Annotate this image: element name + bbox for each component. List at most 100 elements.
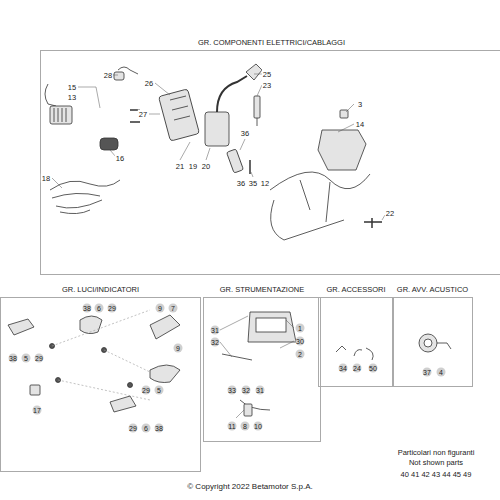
callout-number: 18: [41, 174, 51, 183]
group-heading: GR. LUCI/INDICATORI: [0, 285, 201, 295]
callout-number: 2: [296, 350, 305, 359]
callout-number: 27: [138, 110, 148, 119]
callout-number: 29: [35, 354, 44, 363]
parts-drawing: [80, 316, 102, 334]
parts-drawing: [54, 108, 66, 122]
parts-drawing: [424, 339, 432, 347]
callout-number: 36: [240, 129, 250, 138]
callout-number: 34: [339, 364, 348, 373]
parts-drawing: [8, 64, 451, 416]
callout-number: 16: [115, 154, 125, 163]
parts-drawing: [244, 404, 252, 416]
parts-drawing: [30, 385, 40, 395]
callout-number: 30: [296, 337, 305, 346]
group-heading: GR. COMPONENTI ELETTRICI/CABLAGGI: [40, 38, 500, 48]
group-heading: GR. ACCESSORI: [318, 285, 394, 295]
parts-drawing: [222, 354, 270, 410]
parts-drawing: [364, 218, 382, 228]
panel-frame: [392, 297, 473, 387]
callout-number: 29: [142, 386, 151, 395]
callout-number: 13: [67, 93, 77, 102]
callout-number: 12: [260, 179, 270, 188]
parts-drawing: [217, 76, 247, 112]
callout-number: 26: [144, 79, 154, 88]
callout-number: 38: [155, 424, 164, 433]
panel-frame: [318, 297, 394, 387]
parts-drawing: [257, 118, 258, 126]
note-text: Particolari non figuranti: [397, 448, 476, 457]
callout-number: 33: [228, 386, 237, 395]
copyright-caption: © Copyright 2022 Betamotor S.p.A.: [187, 482, 313, 491]
callout-number: 50: [369, 364, 378, 373]
callout-number: 14: [355, 120, 365, 129]
parts-drawing: [170, 96, 190, 120]
callout-number: 21: [175, 162, 185, 171]
panel-frame: [0, 297, 201, 472]
callout-number: 36: [236, 179, 246, 188]
callout-number: 5: [155, 386, 164, 395]
parts-drawing: [150, 365, 180, 383]
callout-number: 6: [95, 304, 104, 313]
callout-number: 32: [242, 386, 251, 395]
callout-number: 29: [129, 424, 138, 433]
callout-number: 35: [248, 179, 258, 188]
callout-number: 24: [353, 364, 362, 373]
parts-drawing: [249, 160, 251, 174]
parts-drawing: [270, 172, 370, 240]
callout-number: 25: [262, 70, 272, 79]
callout-number: 37: [423, 368, 432, 377]
parts-drawing: [205, 112, 229, 146]
parts-drawing: [8, 319, 34, 335]
parts-drawing: [114, 72, 124, 80]
callout-number: 23: [262, 81, 272, 90]
callout-number: 10: [254, 422, 263, 431]
callout-number: 1: [296, 324, 305, 333]
parts-drawing: [437, 343, 451, 349]
callout-number: 20: [201, 162, 211, 171]
parts-drawing: [45, 84, 56, 106]
parts-drawing: [227, 149, 244, 173]
note-text: 40 41 42 43 44 45 49: [400, 470, 473, 479]
leader-lines: [52, 74, 385, 418]
parts-drawing: [150, 315, 180, 339]
parts-drawing: [128, 383, 133, 388]
note-text: Not shown parts: [408, 458, 464, 467]
parts-drawing: [50, 180, 120, 214]
group-panel: GR. AVV. ACUSTICO: [392, 285, 473, 387]
leader-lines: [220, 316, 294, 418]
callout-number: 9: [174, 344, 183, 353]
parts-drawing: [52, 310, 150, 400]
callout-number: 17: [33, 406, 42, 415]
callout-number: 6: [142, 424, 151, 433]
callout-number: 32: [211, 338, 220, 347]
parts-drawing: [159, 89, 200, 141]
callout-number: 29: [108, 304, 117, 313]
callout-number: 22: [385, 209, 395, 218]
parts-drawing: [419, 334, 437, 352]
callout-number: 3: [357, 100, 363, 109]
callout-number: 4: [437, 368, 446, 377]
callout-number: 9: [156, 304, 165, 313]
parts-drawing: [246, 64, 262, 80]
parts-drawing: [318, 130, 366, 170]
parts-drawing: [50, 106, 72, 124]
callout-number: 11: [228, 422, 237, 431]
group-heading: GR. AVV. ACUSTICO: [392, 285, 473, 295]
callout-number: 19: [188, 162, 198, 171]
callout-number: 28: [103, 71, 113, 80]
group-heading: GR. STRUMENTAZIONE: [203, 285, 321, 295]
parts-drawing: [110, 396, 136, 412]
leader-lines: [52, 74, 385, 220]
callout-number: 5: [22, 354, 31, 363]
callout-number: 15: [67, 83, 77, 92]
callout-number: 38: [83, 304, 92, 313]
parts-drawing: [100, 138, 118, 150]
callout-number: 7: [169, 304, 178, 313]
group-panel: GR. LUCI/INDICATORI: [0, 285, 201, 472]
parts-drawing: [254, 96, 260, 118]
parts-drawing: [336, 346, 373, 360]
parts-drawing: [248, 312, 296, 342]
callout-number: 31: [211, 326, 220, 335]
